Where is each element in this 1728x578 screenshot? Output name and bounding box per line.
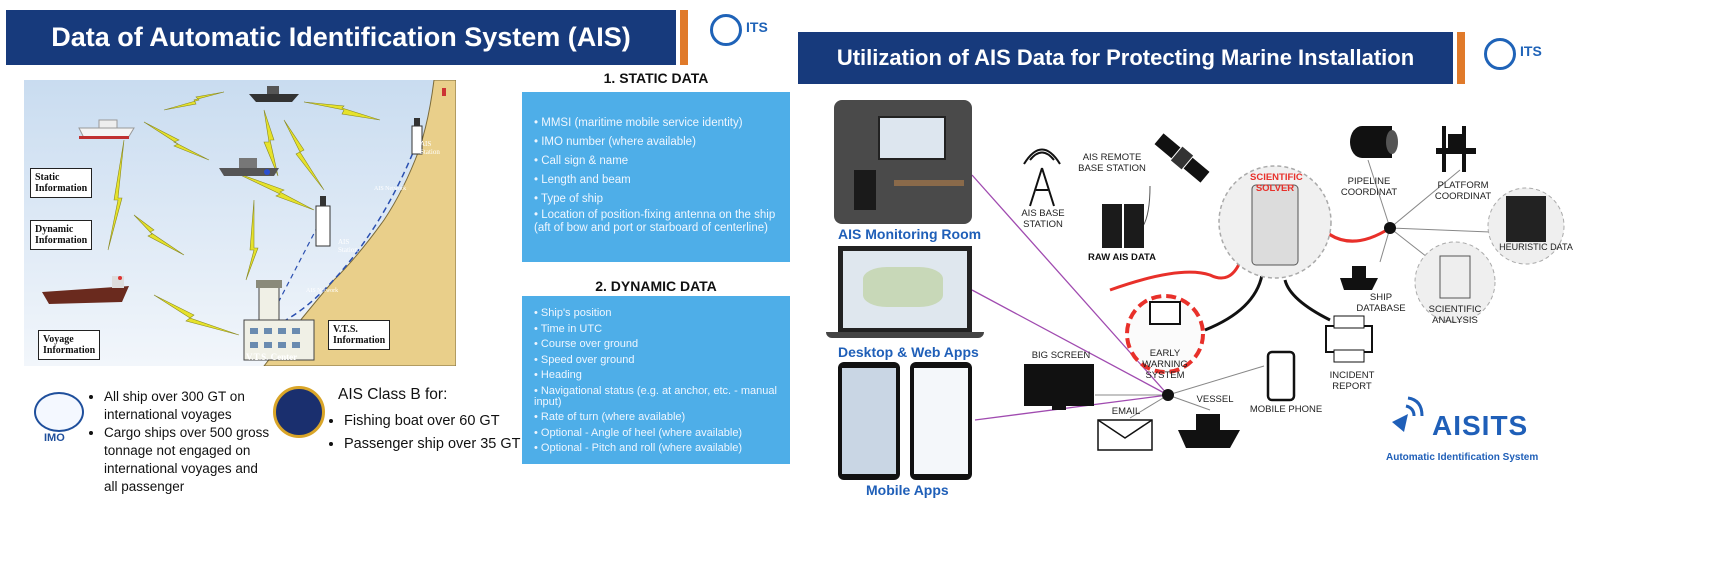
mobile-phone-label: MOBILE PHONE xyxy=(1249,404,1323,415)
left-its-logo: ITS xyxy=(710,14,768,46)
class-b-title: AIS Class B for: xyxy=(338,386,448,403)
big-screen-label: BIG SCREEN xyxy=(1031,350,1091,361)
mobile-app-phone-1 xyxy=(838,362,900,480)
static-data-box: MMSI (maritime mobile service identity) … xyxy=(522,92,790,262)
dynamic-item: Speed over ground xyxy=(534,353,778,369)
right-its-logo: ITS xyxy=(1484,38,1542,70)
static-item: IMO number (where available) xyxy=(534,133,778,152)
ship-top xyxy=(249,86,299,102)
static-item: MMSI (maritime mobile service identity) xyxy=(534,114,778,133)
desktop-app-laptop-image xyxy=(838,246,972,332)
its-seal-icon xyxy=(710,14,742,46)
desktop-apps-caption: Desktop & Web Apps xyxy=(838,344,979,360)
vts-information-label: V.T.S. Information xyxy=(328,320,390,350)
heuristic-data-label: HEURISTIC DATA xyxy=(1499,242,1573,252)
right-title-accent xyxy=(1457,32,1465,84)
static-item: Type of ship xyxy=(534,190,778,209)
vts-center-label: V.T.S. Center xyxy=(246,352,298,362)
static-data-heading: 1. STATIC DATA xyxy=(603,70,709,86)
logo-text: ITS xyxy=(746,19,768,35)
scientific-solver-label: SCIENTIFIC SOLVER xyxy=(1250,172,1303,194)
incident-report-label: INCIDENT REPORT xyxy=(1329,370,1375,392)
ais-base-station-label: AIS BASE STATION xyxy=(1021,208,1065,230)
ais-network-label-2: AIS Network xyxy=(306,288,339,294)
dynamic-item: Ship's position xyxy=(534,306,778,322)
left-title-banner: Data of Automatic Identification System … xyxy=(6,10,676,65)
early-warning-system-label: EARLY WARNING SYSTEM xyxy=(1142,348,1188,381)
imo-label: IMO xyxy=(44,432,65,444)
monitoring-room-caption: AIS Monitoring Room xyxy=(838,226,982,242)
pipeline-coordinat-label: PIPELINE COORDINAT xyxy=(1340,176,1398,198)
vessel-label: VESSEL xyxy=(1196,394,1234,405)
dynamic-information-label: Dynamic Information xyxy=(30,220,92,250)
right-title-banner: Utilization of AIS Data for Protecting M… xyxy=(798,32,1453,84)
vts-building xyxy=(243,280,315,361)
class-a-item: Cargo ships over 500 gross tonnage not e… xyxy=(104,424,272,496)
static-information-label: Static Information xyxy=(30,168,92,198)
aisits-tagline: Automatic Identification System xyxy=(1386,452,1539,463)
static-item: Call sign & name xyxy=(534,152,778,171)
imo-emblem-icon xyxy=(34,392,84,432)
raw-ais-data-label: RAW AIS DATA xyxy=(1088,252,1156,263)
ais-network-label-1: AIS Network xyxy=(374,186,407,192)
static-item: Length and beam xyxy=(534,171,778,190)
class-b-list: Fishing boat over 60 GT Passenger ship o… xyxy=(330,410,530,456)
platform-coordinat-label: PLATFORM COORDINAT xyxy=(1434,180,1492,202)
logo-text: ITS xyxy=(1520,43,1542,59)
static-item: Location of position-fixing antenna on t… xyxy=(534,209,778,235)
dynamic-data-heading: 2. DYNAMIC DATA xyxy=(595,278,717,294)
voyage-information-label: Voyage Information xyxy=(38,330,100,360)
class-a-item: All ship over 300 GT on international vo… xyxy=(104,388,272,424)
class-b-item: Fishing boat over 60 GT xyxy=(344,410,530,433)
dynamic-item: Rate of turn (where available) xyxy=(534,410,778,426)
left-title-accent xyxy=(680,10,688,65)
dynamic-item: Navigational status (e.g. at anchor, etc… xyxy=(534,385,778,408)
scientific-analysis-label: SCIENTIFIC ANALYSIS xyxy=(1428,304,1482,326)
dynamic-item: Optional - Angle of heel (where availabl… xyxy=(534,426,778,442)
email-label: EMAIL xyxy=(1111,406,1141,417)
aisits-signal-icon xyxy=(1388,392,1428,432)
mobile-app-phone-2 xyxy=(910,362,972,480)
class-b-item: Passenger ship over 35 GT xyxy=(344,433,530,456)
dynamic-item: Optional - Pitch and roll (where availab… xyxy=(534,441,778,457)
dynamic-item: Course over ground xyxy=(534,337,778,353)
ais-diagram-svg xyxy=(24,80,456,366)
ais-station-label-2: AIS Station xyxy=(338,238,358,254)
dynamic-data-box: Ship's position Time in UTC Course over … xyxy=(522,296,790,464)
right-title: Utilization of AIS Data for Protecting M… xyxy=(836,45,1415,70)
its-seal-icon xyxy=(1484,38,1516,70)
ais-remote-base-station-label: AIS REMOTE BASE STATION xyxy=(1078,152,1146,174)
ship-database-label: SHIP DATABASE xyxy=(1356,292,1406,314)
monitoring-room-image xyxy=(834,100,972,224)
dynamic-item: Time in UTC xyxy=(534,322,778,338)
ais-station-label-1: AIS Station xyxy=(420,140,440,156)
ais-network-diagram: Static Information Dynamic Information V… xyxy=(24,80,456,366)
aisits-brand: AISITS xyxy=(1432,410,1529,441)
class-a-list: All ship over 300 GT on international vo… xyxy=(92,388,272,496)
mobile-apps-caption: Mobile Apps xyxy=(866,482,949,498)
dynamic-item: Heading xyxy=(534,368,778,384)
class-b-emblem-icon xyxy=(273,386,325,438)
left-title: Data of Automatic Identification System … xyxy=(51,22,631,52)
